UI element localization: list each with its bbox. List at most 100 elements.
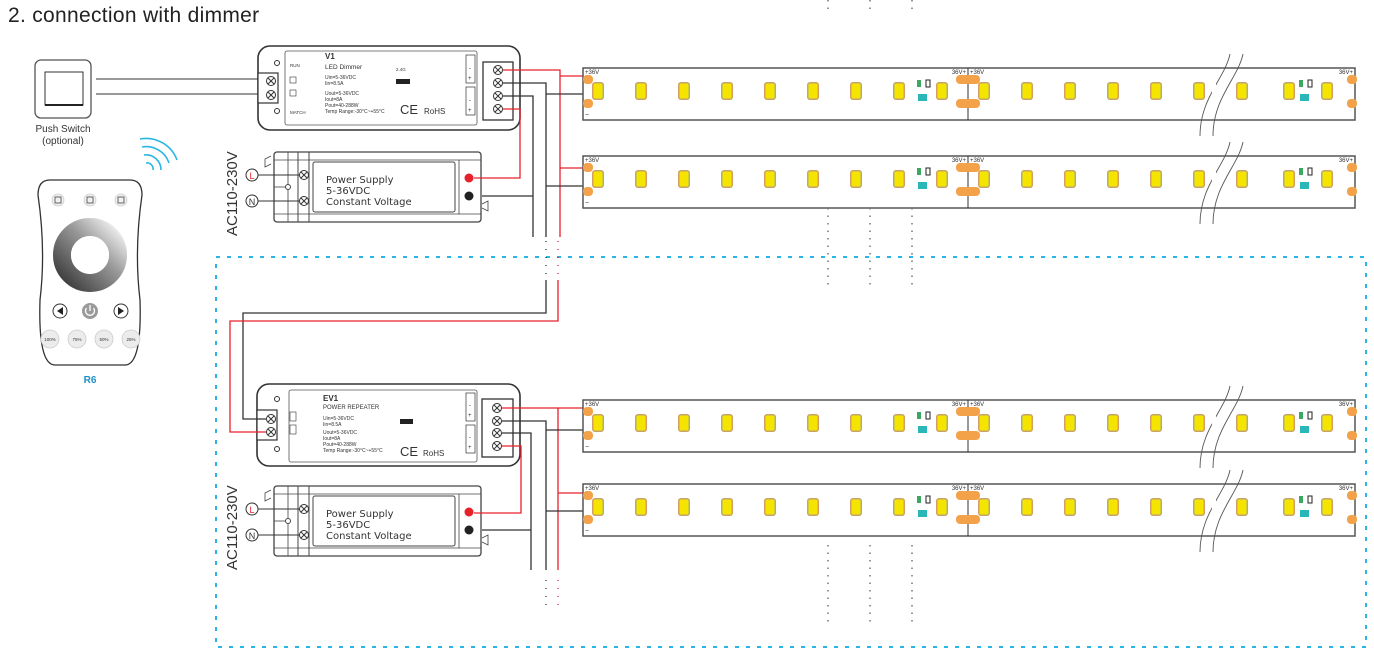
led-chip: [1283, 414, 1295, 432]
led-chip: [1064, 170, 1076, 188]
led-chip: [1107, 498, 1119, 516]
led-chip: [936, 414, 948, 432]
led-chip: [1193, 170, 1205, 188]
push-switch-label: Push Switch: [35, 124, 90, 135]
led-chip: [978, 170, 990, 188]
push-switch: Push Switch (optional): [34, 59, 92, 147]
screw-terminal: [299, 170, 309, 180]
repeater-extra-negative-wire: [502, 432, 532, 570]
svg-text:-: -: [469, 98, 471, 104]
segment-label: +36V: [970, 70, 984, 76]
solder-pad: [956, 187, 980, 196]
svg-text:+: +: [468, 108, 472, 114]
strip-negative-label: −: [585, 200, 589, 207]
dimmer-temp: Temp Range:-30°C~+55°C: [325, 109, 385, 115]
solder-pad: [1347, 163, 1357, 172]
led-chip: [1107, 170, 1119, 188]
left-arrow-icon[interactable]: [52, 303, 68, 319]
brightness-50-button[interactable]: 50%: [94, 329, 114, 349]
segment-label: +36V: [970, 158, 984, 164]
push-switch-optional-label: (optional): [42, 136, 84, 147]
solder-pad: [1347, 515, 1357, 524]
led-chip: [635, 414, 647, 432]
led-chip: [893, 498, 905, 516]
ce-mark: CE: [400, 444, 418, 459]
save-icon[interactable]: [114, 193, 128, 207]
led-chip: [635, 498, 647, 516]
brightness-button-label: 75%: [72, 337, 81, 342]
led-chip: [850, 498, 862, 516]
solder-pad: [956, 491, 980, 500]
psu2-positive-wire: [474, 445, 522, 514]
repeater-uout: Uout=5-36VDC: [323, 430, 357, 436]
led-chip: [807, 82, 819, 100]
save-icon[interactable]: [51, 193, 65, 207]
dimmer-frequency: 2.4G: [396, 67, 406, 72]
brightness-wheel[interactable]: [53, 218, 127, 292]
strip-negative-label: −: [585, 528, 589, 535]
solder-pad: [956, 75, 980, 84]
save-icon[interactable]: [83, 193, 97, 207]
led-chip: [1236, 82, 1248, 100]
dimmer-uin: Uin=5-36VDC: [325, 75, 356, 81]
brightness-25-button[interactable]: 25%: [121, 329, 141, 349]
power-icon[interactable]: [82, 303, 98, 319]
solder-pad: [583, 75, 593, 84]
strip-negative-label: −: [585, 444, 589, 451]
capacitor: [1307, 495, 1313, 504]
svg-text:+: +: [468, 413, 472, 419]
led-chip: [1107, 414, 1119, 432]
solder-pad: [1347, 75, 1357, 84]
led-chip: [850, 170, 862, 188]
ic-chip: [918, 182, 927, 189]
right-arrow-icon[interactable]: [113, 303, 129, 319]
led-chip: [764, 498, 776, 516]
repeater-signal-negative-wire: [242, 280, 547, 420]
brightness-100-button[interactable]: 100%: [40, 329, 60, 349]
led-chip: [850, 414, 862, 432]
dimmer-uout: Uout=5-36VDC: [325, 91, 359, 97]
dimmer-model: V1: [325, 52, 335, 61]
led-chip: [1321, 170, 1333, 188]
led-chip: [592, 170, 604, 188]
led-chip: [893, 414, 905, 432]
ic-chip: [1300, 426, 1309, 433]
strip-end-label: 36V+: [1339, 158, 1354, 164]
led-chip: [635, 170, 647, 188]
led-chip: [1150, 414, 1162, 432]
resistor: [1299, 80, 1303, 87]
led-chip: [678, 414, 690, 432]
led-chip: [978, 414, 990, 432]
led-chip: [764, 170, 776, 188]
dimmer-name: LED Dimmer: [325, 64, 363, 71]
strip-end-label: 36V+: [1339, 486, 1354, 492]
led-chip: [936, 82, 948, 100]
capacitor: [925, 79, 931, 88]
solder-pad: [956, 163, 980, 172]
solder-pad: [583, 99, 593, 108]
wiring: [229, 69, 585, 610]
solder-pad: [956, 431, 980, 440]
screw-terminal: [299, 196, 309, 206]
negative-output-terminal: [464, 191, 474, 201]
positive-output-terminal: [464, 173, 474, 183]
led-chip: [1236, 414, 1248, 432]
psu1-positive-wire: [474, 108, 521, 179]
live-terminal-icon: [245, 168, 259, 182]
match-button-label: MATCH: [290, 110, 306, 115]
ic-chip: [918, 426, 927, 433]
ac-input-label: AC110-230V: [224, 151, 241, 236]
solder-pad: [583, 515, 593, 524]
brightness-75-button[interactable]: 75%: [67, 329, 87, 349]
led-chip: [936, 498, 948, 516]
strip-break-line: [1212, 385, 1244, 469]
ac-input-label: AC110-230V: [224, 485, 241, 570]
ce-mark: CE: [400, 102, 418, 117]
strip-positive-label: +36V: [585, 158, 599, 164]
strip-negative-label: −: [585, 112, 589, 119]
screw-terminal: [299, 504, 309, 514]
